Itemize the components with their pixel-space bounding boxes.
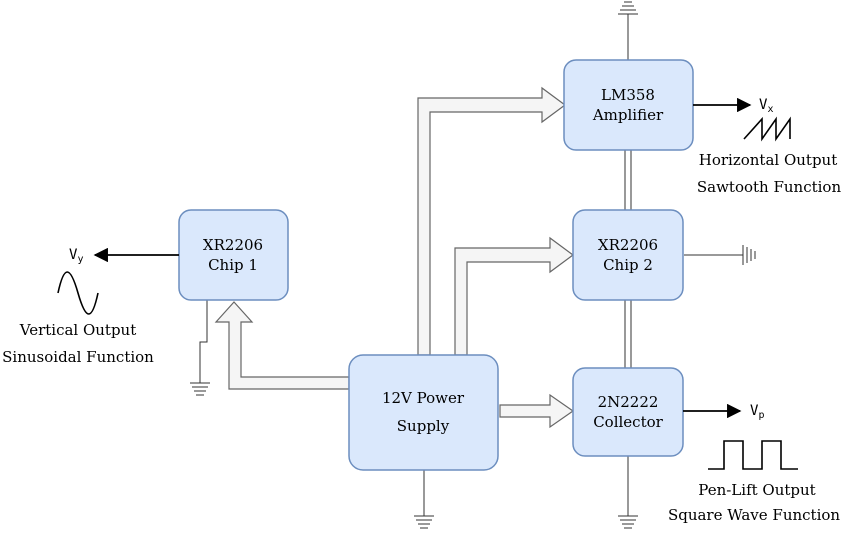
- square-wave-function-caption: Square Wave Function: [668, 506, 840, 524]
- square-wave-icon: [708, 440, 798, 470]
- collector-label-line1: 2N2222: [598, 393, 659, 411]
- vy-signal-label: Vy: [69, 247, 83, 265]
- vp-signal-label: Vp: [750, 403, 764, 421]
- power-to-chip1-arrow: [214, 301, 350, 390]
- sine-wave-icon: [57, 271, 99, 315]
- chip1-ground-wire: [199, 300, 208, 383]
- lm358-label-line2: Amplifier: [592, 106, 664, 124]
- chip2-ground-icon: [742, 245, 756, 265]
- vertical-output-caption: Vertical Output: [19, 321, 137, 339]
- chip1-label-line2: Chip 1: [208, 256, 258, 274]
- chip2-label-line1: XR2206: [598, 236, 658, 254]
- power-to-lm358-arrow: [417, 86, 567, 356]
- collector-ground-icon: [618, 515, 638, 529]
- lm358-label-line1: LM358: [601, 86, 655, 104]
- lm358-to-chip2-link: [624, 150, 632, 210]
- power-to-chip2-arrow: [454, 236, 575, 356]
- xr2206-chip1-block: XR2206 Chip 1: [178, 209, 289, 301]
- lm358-ground-icon: [618, 1, 638, 15]
- 2n2222-collector-block: 2N2222 Collector: [572, 367, 684, 457]
- power-supply-block: 12V Power Supply: [348, 354, 499, 471]
- sawtooth-function-caption: Sawtooth Function: [697, 178, 842, 196]
- chip1-ground-icon: [190, 382, 210, 396]
- sinusoidal-function-caption: Sinusoidal Function: [2, 348, 154, 366]
- collector-label-line2: Collector: [593, 413, 663, 431]
- power-label-line1: 12V Power: [382, 389, 465, 407]
- penlift-output-caption: Pen-Lift Output: [698, 481, 815, 499]
- vx-signal-label: Vx: [759, 97, 773, 115]
- horizontal-output-caption: Horizontal Output: [699, 151, 838, 169]
- power-to-collector-arrow: [499, 393, 575, 429]
- chip1-label-line1: XR2206: [203, 236, 263, 254]
- power-ground-icon: [414, 515, 434, 529]
- power-label-line2: Supply: [397, 417, 450, 435]
- sawtooth-wave-icon: [743, 116, 791, 142]
- chip2-label-line2: Chip 2: [603, 256, 653, 274]
- xr2206-chip2-block: XR2206 Chip 2: [572, 209, 684, 301]
- lm358-amplifier-block: LM358 Amplifier: [563, 59, 694, 151]
- chip2-to-collector-link: [624, 300, 632, 368]
